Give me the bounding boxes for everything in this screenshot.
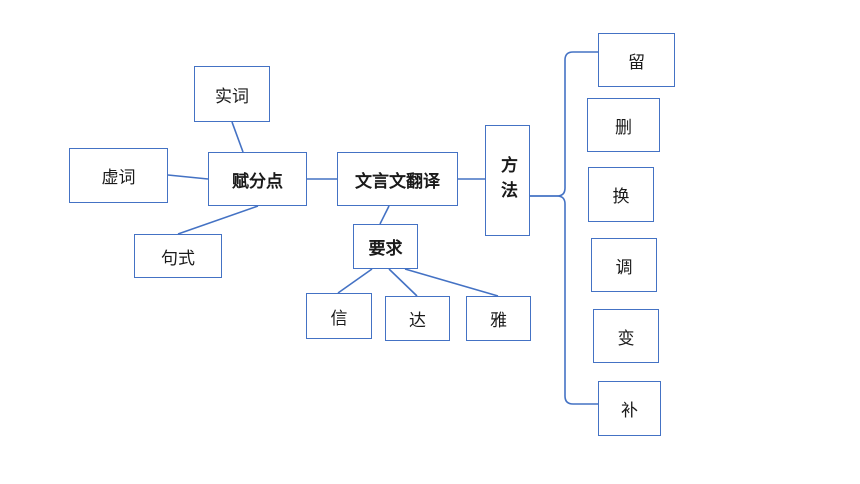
node-fufendian: 赋分点 <box>208 152 307 206</box>
node-huan: 换 <box>588 167 654 222</box>
connector-xuci-fufendian <box>167 174 209 180</box>
node-wenyanwen-fanyi: 文言文翻译 <box>337 152 458 206</box>
node-label: 调 <box>615 257 633 278</box>
node-fangfa: 方法 <box>485 125 530 236</box>
node-bu: 补 <box>598 381 661 436</box>
node-tiao: 调 <box>591 238 657 292</box>
connector-yaoqiu-xin <box>337 268 373 294</box>
bracket-fangfa-lower <box>530 195 598 405</box>
node-label: 留 <box>628 52 645 73</box>
node-bian: 变 <box>593 309 659 363</box>
connector-yaoqiu-da <box>388 268 418 297</box>
node-label: 方法 <box>497 155 517 206</box>
node-label: 虚词 <box>101 168 136 188</box>
node-jushi: 句式 <box>134 234 222 278</box>
node-label: 要求 <box>368 239 403 259</box>
node-label: 补 <box>621 401 638 421</box>
node-da: 达 <box>385 296 450 341</box>
connector-yaoqiu-ya <box>404 268 499 297</box>
connector-fanyi-yaoqiu <box>379 205 390 225</box>
connector-shici-fufendian <box>231 121 244 153</box>
node-xin: 信 <box>306 293 372 339</box>
node-xuci: 虚词 <box>69 148 168 203</box>
bracket-fangfa-upper <box>530 51 598 197</box>
node-label: 赋分点 <box>232 171 283 192</box>
node-label: 换 <box>612 187 630 207</box>
connector-jushi-fufendian <box>177 205 259 235</box>
node-label: 实词 <box>215 86 249 107</box>
node-label: 达 <box>409 311 426 331</box>
node-shan: 删 <box>587 98 660 152</box>
node-shici: 实词 <box>194 66 270 122</box>
node-label: 删 <box>615 117 632 138</box>
node-label: 句式 <box>161 248 195 269</box>
node-label: 雅 <box>490 311 507 331</box>
node-label: 信 <box>330 308 348 329</box>
node-label: 变 <box>617 328 635 349</box>
node-liu: 留 <box>598 33 675 87</box>
node-ya: 雅 <box>466 296 531 341</box>
node-label: 文言文翻译 <box>355 171 440 192</box>
node-yaoqiu: 要求 <box>353 224 418 269</box>
